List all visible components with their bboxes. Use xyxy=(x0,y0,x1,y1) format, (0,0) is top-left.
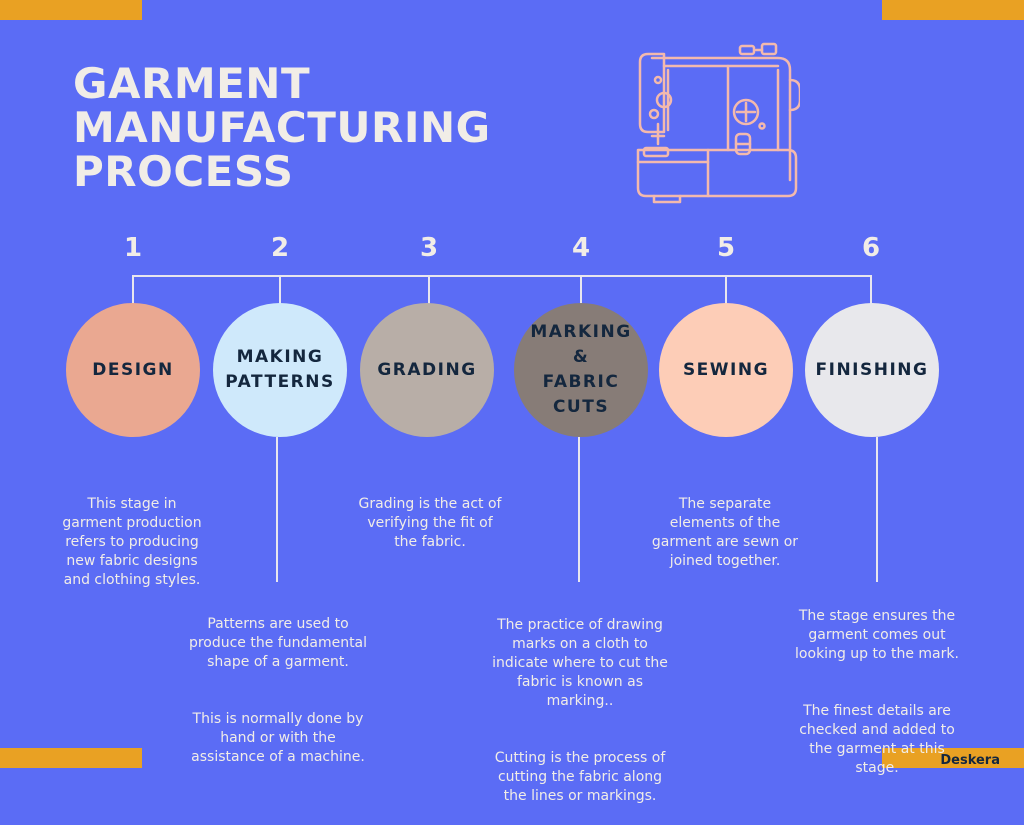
description-paragraph: Grading is the act of verifying the fit … xyxy=(358,496,502,550)
description-paragraph: Cutting is the process of cutting the fa… xyxy=(494,750,666,804)
sewing-machine-icon xyxy=(636,42,800,204)
title-line-2: MANUFACTURING xyxy=(73,103,491,152)
step-circle-finishing: FINISHING xyxy=(805,303,939,437)
drop-line-2 xyxy=(276,437,278,582)
connector-4 xyxy=(580,275,582,305)
corner-accent-top-right xyxy=(882,0,1024,20)
description-paragraph: Patterns are used to produce the fundame… xyxy=(188,616,368,670)
step-circle-sewing: SEWING xyxy=(659,303,793,437)
connector-5 xyxy=(725,275,727,305)
step-number-2: 2 xyxy=(270,233,290,263)
step-number-1: 1 xyxy=(123,233,143,263)
step-description-design: This stage in garment production refers … xyxy=(40,476,224,609)
step-label-finishing: FINISHING xyxy=(815,359,929,380)
drop-line-6 xyxy=(876,437,878,582)
corner-accent-bottom-left xyxy=(0,748,142,768)
connector-6 xyxy=(870,275,872,305)
step-description-making-patterns: Patterns are used to produce the fundame… xyxy=(172,596,384,786)
step-label-sewing: SEWING xyxy=(682,359,770,380)
title-line-3: PROCESS xyxy=(73,147,294,196)
timeline-horizontal-line xyxy=(133,275,871,277)
page-title: GARMENT MANUFACTURING PROCESS xyxy=(73,62,491,194)
title-line-1: GARMENT xyxy=(73,59,311,108)
brand-logo: Deskera xyxy=(940,753,1000,768)
connector-3 xyxy=(428,275,430,305)
step-circle-design: DESIGN xyxy=(66,303,200,437)
corner-accent-bottom-right xyxy=(882,748,1024,768)
connector-1 xyxy=(132,275,134,305)
step-label-grading: GRADING xyxy=(377,359,477,380)
step-number-6: 6 xyxy=(861,233,881,263)
connector-2 xyxy=(279,275,281,305)
description-paragraph: The separate elements of the garment are… xyxy=(651,496,799,569)
step-circle-making-patterns: MAKING PATTERNS xyxy=(213,303,347,437)
step-circle-marking-fabric-cuts: MARKING & FABRIC CUTS xyxy=(514,303,648,437)
step-description-sewing: The separate elements of the garment are… xyxy=(634,476,816,590)
drop-line-4 xyxy=(578,437,580,582)
description-paragraph: The practice of drawing marks on a cloth… xyxy=(492,617,668,709)
step-label-marking-fabric-cuts: MARKING & FABRIC CUTS xyxy=(530,322,632,417)
step-description-marking: The practice of drawing marks on a cloth… xyxy=(474,597,686,825)
step-circle-grading: GRADING xyxy=(360,303,494,437)
step-label-design: DESIGN xyxy=(92,359,174,380)
description-paragraph: This is normally done by hand or with th… xyxy=(191,711,365,765)
description-paragraph: The stage ensures the garment comes out … xyxy=(795,608,959,662)
corner-accent-top-left xyxy=(0,0,142,20)
step-number-5: 5 xyxy=(716,233,736,263)
step-number-3: 3 xyxy=(419,233,439,263)
step-description-grading: Grading is the act of verifying the fit … xyxy=(332,476,528,571)
description-paragraph: This stage in garment production refers … xyxy=(62,496,202,588)
step-label-making-patterns: MAKING PATTERNS xyxy=(225,347,335,392)
step-number-4: 4 xyxy=(571,233,591,263)
